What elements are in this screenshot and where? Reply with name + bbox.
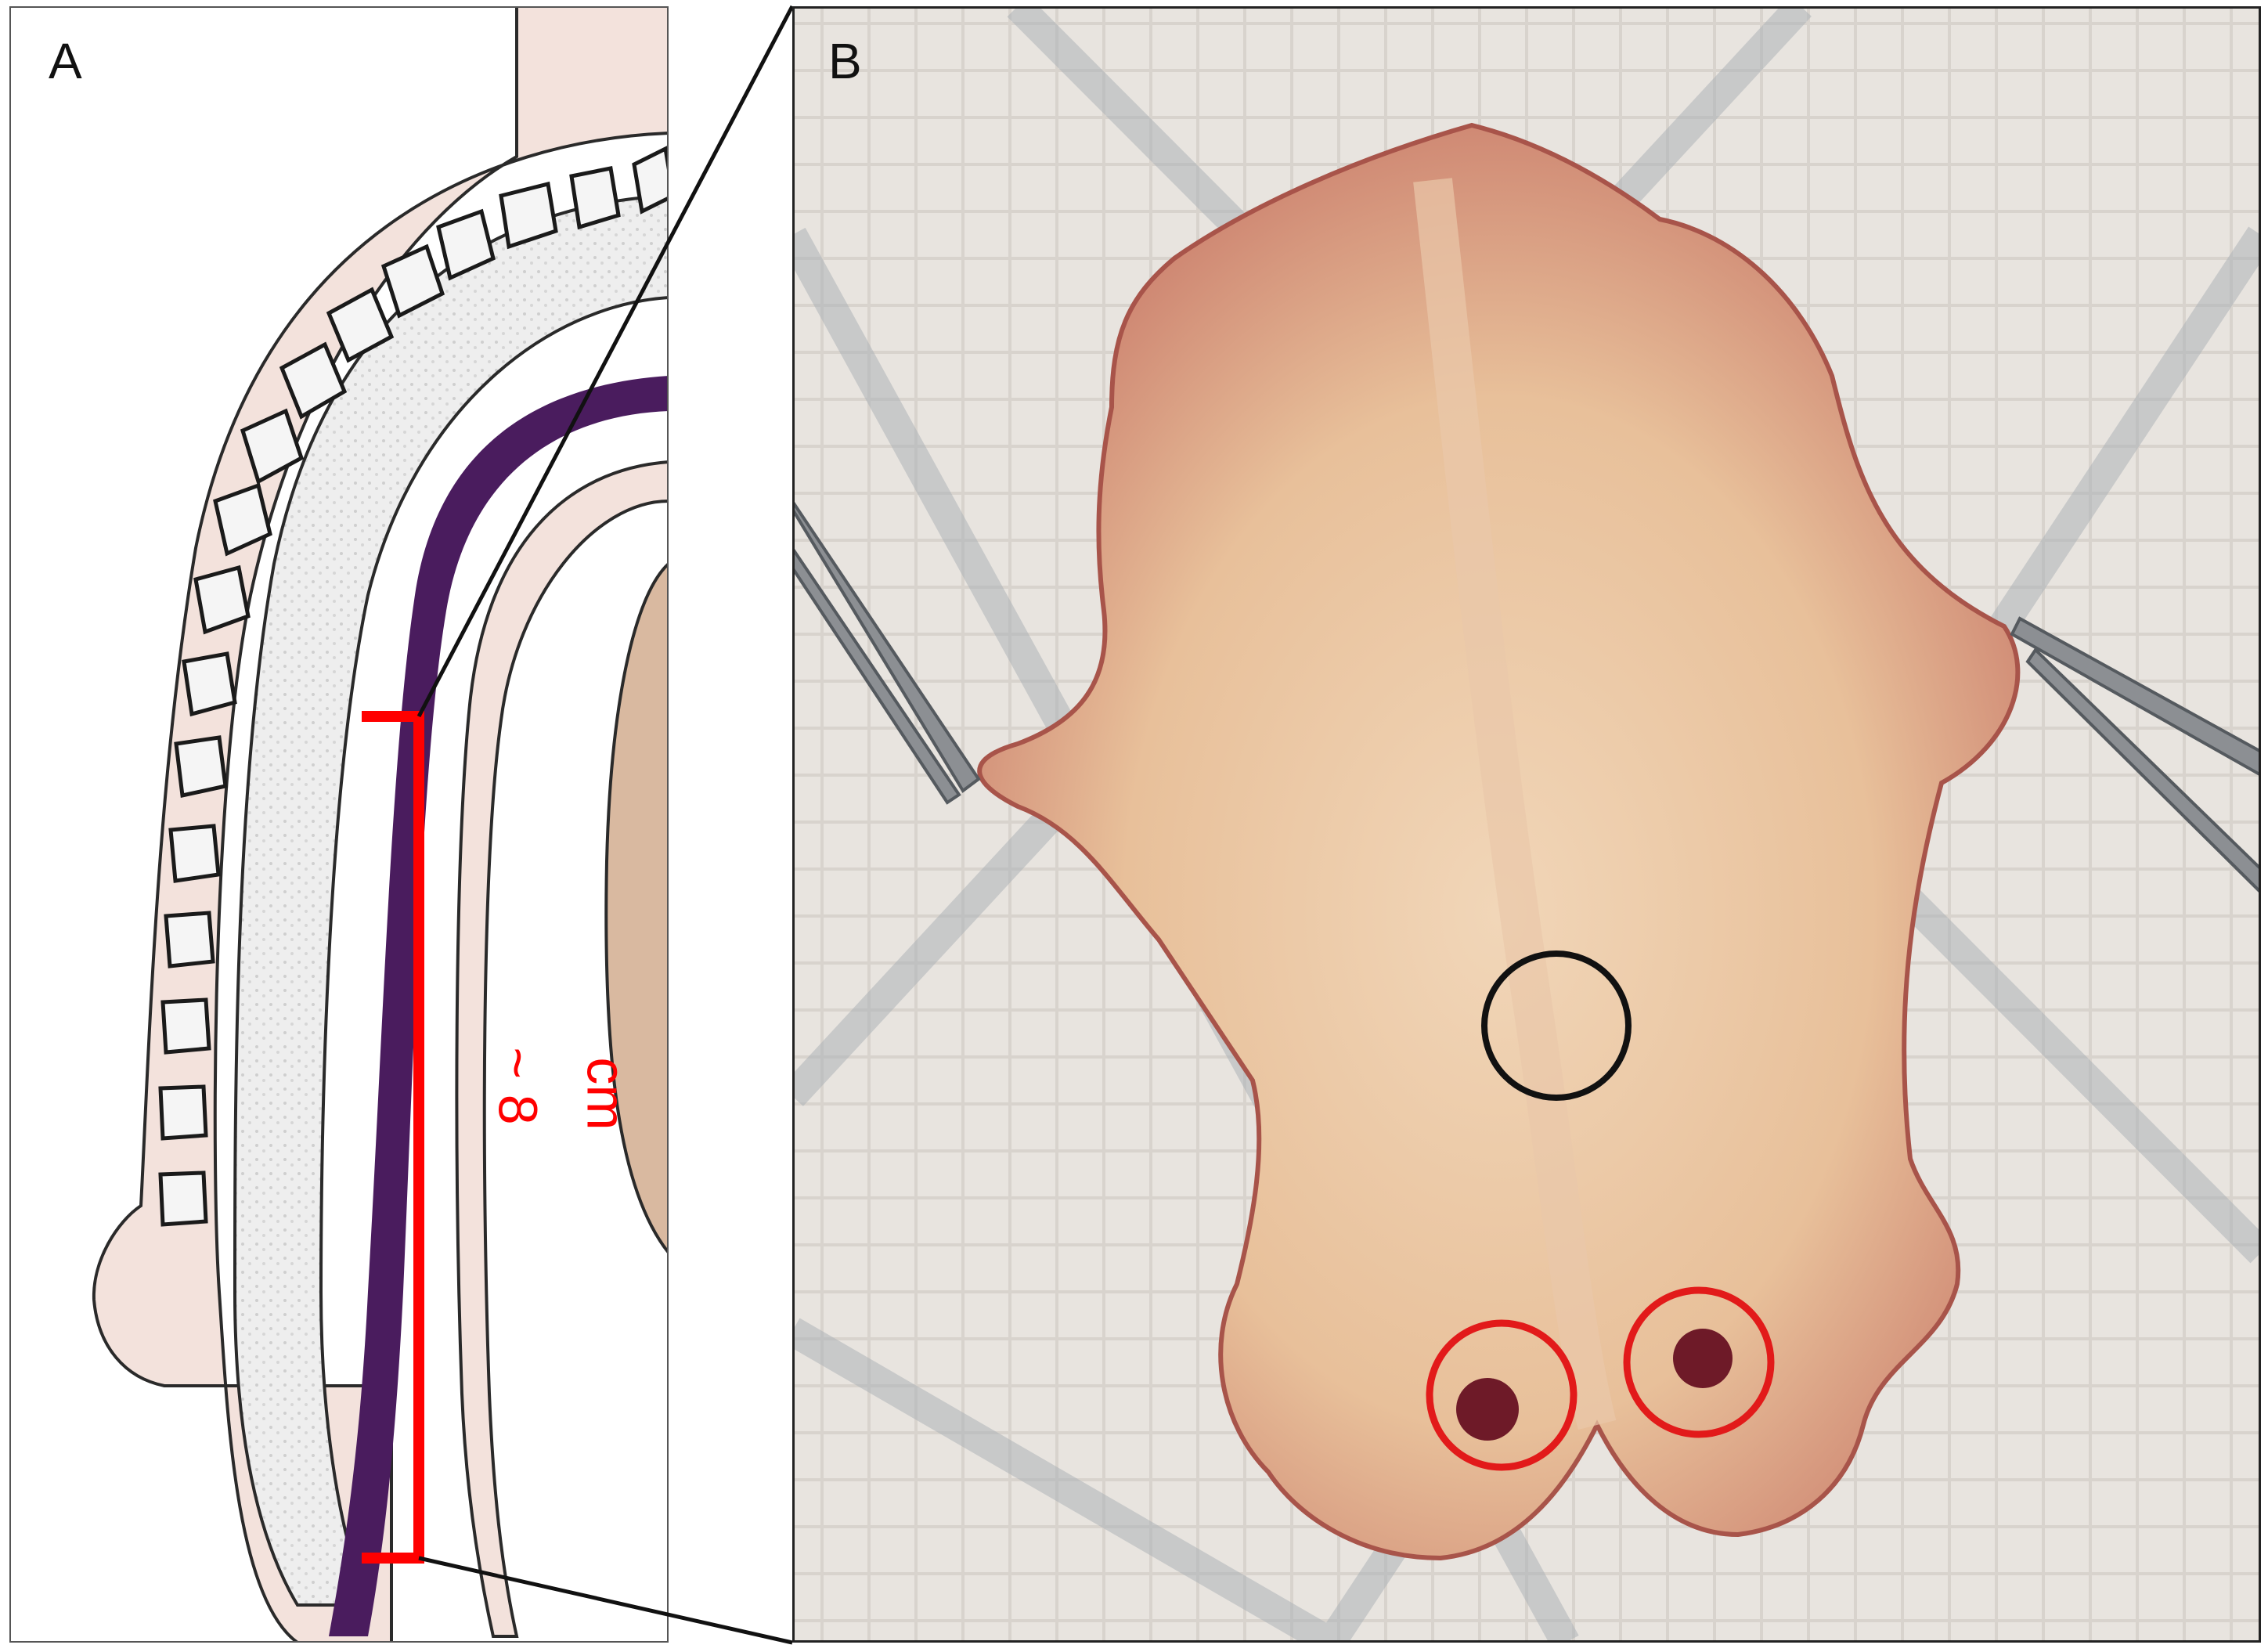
measurement-unit: cm xyxy=(575,1057,637,1131)
adjacent-organ xyxy=(604,561,669,1256)
inner-wall xyxy=(455,460,669,1638)
panel-a xyxy=(9,6,669,1643)
purple-mucosa xyxy=(329,376,669,1636)
panel-b xyxy=(792,6,2261,1643)
red-circle-marker-right xyxy=(1623,1286,1775,1438)
ostium-right xyxy=(1673,1329,1733,1388)
forceps-right xyxy=(2010,616,2261,895)
outer-skin-layer xyxy=(92,6,669,1643)
black-circle-marker xyxy=(1481,950,1632,1101)
measurement-bracket xyxy=(362,711,424,1564)
measurement-value: ~ 8 xyxy=(487,1047,549,1125)
panel-b-label: B xyxy=(828,33,862,89)
panel-a-label: A xyxy=(49,33,82,89)
stippled-layer xyxy=(233,193,669,1607)
forceps-left xyxy=(792,498,981,805)
zoom-connector xyxy=(416,5,795,1645)
red-circle-marker-left xyxy=(1426,1319,1578,1471)
ostium-left xyxy=(1456,1378,1519,1441)
segmented-column xyxy=(158,146,669,1227)
tissue-ridge xyxy=(1413,178,1617,1430)
